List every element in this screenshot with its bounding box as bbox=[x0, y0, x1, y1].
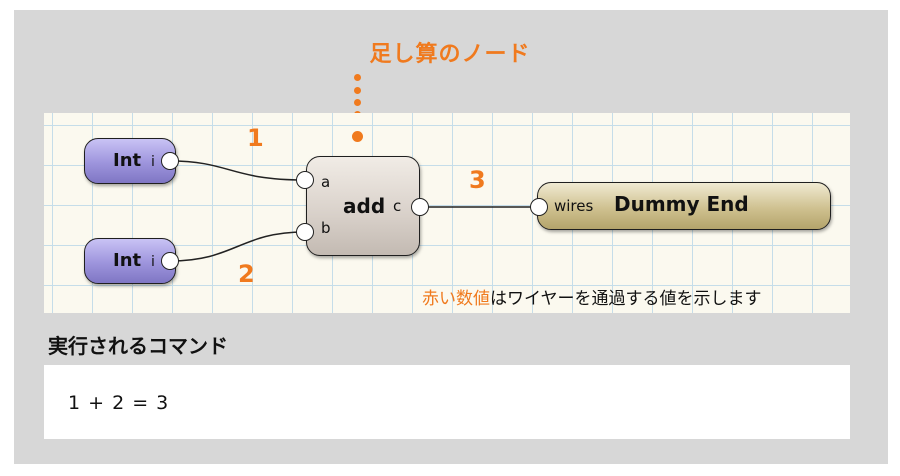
dummy-end-port-label: wires bbox=[554, 197, 594, 215]
dummy-end-input-port[interactable] bbox=[530, 198, 548, 216]
add-node-input-b-port[interactable] bbox=[296, 223, 314, 241]
int-node-1-output-port[interactable] bbox=[161, 152, 179, 170]
add-node-input-a-label: a bbox=[321, 173, 331, 191]
int-node-2-port-label: i bbox=[151, 254, 155, 270]
pointer-dot-3 bbox=[354, 99, 361, 106]
add-node-input-b-label: b bbox=[321, 219, 331, 237]
command-text: 1 + 2 = 3 bbox=[68, 392, 170, 414]
int-node-2-label: Int bbox=[113, 250, 142, 271]
add-node[interactable]: a add b c bbox=[306, 156, 420, 256]
wire-int2-to-b[interactable] bbox=[169, 231, 306, 262]
wire-value-2: 2 bbox=[238, 260, 255, 288]
int-node-1[interactable]: Int i bbox=[84, 138, 176, 184]
add-node-output-c-label: c bbox=[393, 197, 402, 215]
add-node-input-a-port[interactable] bbox=[296, 171, 314, 189]
diagram-caption: 赤い数値はワイヤーを通過する値を示します bbox=[422, 284, 762, 309]
pointer-dot-2 bbox=[354, 87, 361, 94]
node-title: 足し算のノード bbox=[369, 42, 531, 67]
wire-value-1: 1 bbox=[247, 124, 264, 152]
int-node-1-label: Int bbox=[113, 150, 142, 171]
caption-highlight: 赤い数値 bbox=[422, 289, 490, 309]
pointer-dot-end bbox=[352, 131, 363, 142]
dummy-end-label: Dummy End bbox=[614, 192, 749, 216]
dummy-end-node[interactable]: wires Dummy End bbox=[537, 182, 831, 230]
pointer-dot-1 bbox=[354, 74, 361, 81]
wire-int1-to-a[interactable] bbox=[169, 160, 306, 181]
int-node-2[interactable]: Int i bbox=[84, 238, 176, 284]
int-node-1-port-label: i bbox=[151, 154, 155, 170]
command-title: 実行されるコマンド bbox=[48, 334, 228, 358]
caption-rest: はワイヤーを通過する値を示します bbox=[490, 289, 762, 309]
wire-value-3: 3 bbox=[469, 166, 486, 194]
add-node-output-c-port[interactable] bbox=[411, 198, 429, 216]
int-node-2-output-port[interactable] bbox=[161, 252, 179, 270]
command-box: 1 + 2 = 3 bbox=[44, 365, 850, 439]
add-node-label: add bbox=[343, 194, 386, 218]
